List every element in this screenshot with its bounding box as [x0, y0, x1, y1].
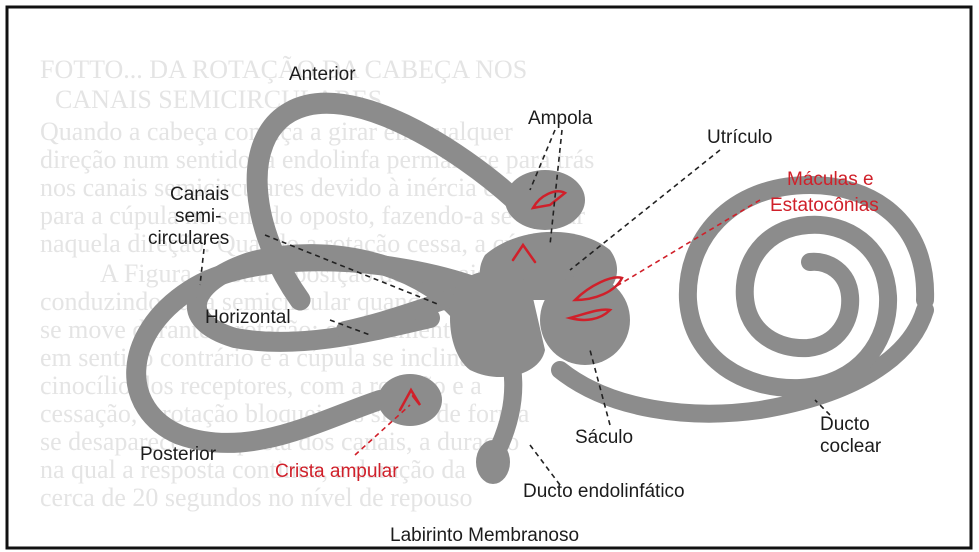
label-crista-ampular: Crista ampular	[275, 461, 399, 482]
svg-text:cerca de 20 segundos no nível: cerca de 20 segundos no nível de repouso	[40, 483, 472, 512]
ampulla-lower	[378, 374, 442, 426]
leader-endolinfatico	[530, 445, 560, 485]
label-horizontal: Horizontal	[205, 307, 291, 328]
label-ducto-coclear-line1: Ducto	[820, 414, 870, 435]
ampulla-upper	[505, 170, 585, 230]
label-posterior: Posterior	[140, 444, 217, 465]
svg-text:FOTTO... DA ROTAÇÃO DA CABEÇA: FOTTO... DA ROTAÇÃO DA CABEÇA NOS	[40, 55, 527, 84]
label-canais-line3: circulares	[148, 228, 229, 249]
label-saculo: Sáculo	[575, 427, 633, 448]
label-anterior: Anterior	[289, 64, 356, 85]
label-maculas-line2: Estatocônias	[770, 195, 879, 216]
figure-caption: Labirinto Membranoso	[390, 525, 579, 546]
svg-text:na qual a resposta continua, a: na qual a resposta continua, a duração d…	[40, 455, 466, 484]
endolymphatic-sac	[476, 440, 510, 484]
label-ampola: Ampola	[528, 108, 593, 129]
label-maculas-line1: Máculas e	[787, 169, 874, 190]
label-utriculo: Utrículo	[707, 127, 772, 148]
label-ducto-endolinfatico: Ducto endolinfático	[523, 481, 685, 502]
svg-text:para a cúpula no sentido opost: para a cúpula no sentido oposto, fazendo…	[40, 201, 585, 230]
label-canais-line2: semi-	[175, 206, 221, 227]
svg-text:direção num sentido, a endolin: direção num sentido, a endolinfa permane…	[40, 145, 594, 174]
label-canais-line1: Canais	[170, 184, 229, 205]
label-ducto-coclear-line2: coclear	[820, 436, 882, 457]
